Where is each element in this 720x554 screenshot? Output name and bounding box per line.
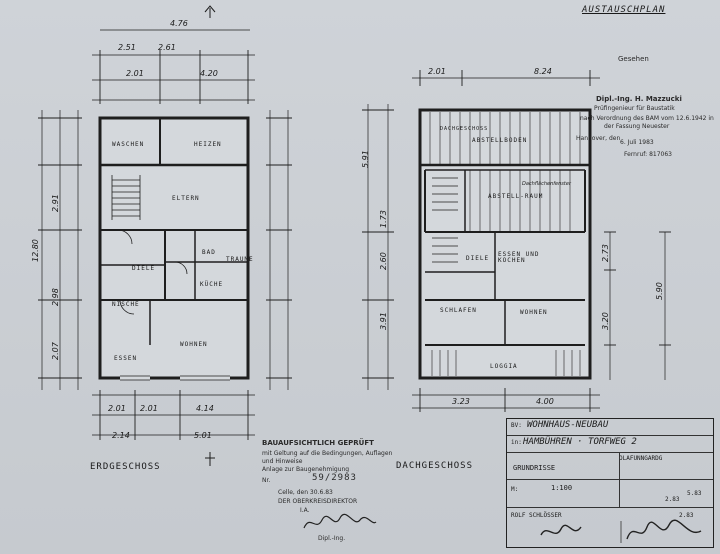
title-block-signatures	[540, 519, 702, 543]
dim-bottom-4: 5.01	[194, 431, 212, 440]
approval-signature	[303, 513, 377, 529]
dim-top-1: 4.76	[170, 19, 188, 28]
attic-dim-bottom-2: 4.00	[536, 397, 554, 406]
tb-project: WOHNHAUS-NEUBAU	[527, 420, 609, 430]
room-abstellboden: ABSTELLBODEN	[472, 137, 528, 144]
tb-scale-label: M:	[511, 486, 519, 493]
gesehen-line-4: nach Verordnung des BAM vom 12.6.1942 in	[580, 115, 714, 122]
gesehen-line-2: Dipl.-Ing. H. Mazzucki	[596, 95, 682, 103]
gesehen-line-8: Fernruf: 817063	[624, 151, 672, 158]
tb-designer: ROLF SCHLÖSSER	[511, 512, 562, 519]
dim-bottom-2: 2.01	[140, 404, 158, 413]
dim-top-4: 2.61	[158, 43, 176, 52]
dim-top-5: 2.01	[126, 69, 144, 78]
approval-line-1: mit Geltung auf die Bedingungen, Auflage…	[262, 450, 393, 457]
approval-line-6: DER OBERKREISDIREKTOR	[278, 498, 358, 505]
room-wohnen: WOHNEN	[180, 341, 208, 348]
approval-line-2: und Hinweise	[262, 458, 303, 465]
right-dim-3: 2.73	[601, 244, 610, 262]
tb-place: HAMBÜHREN · TORFWEG 2	[523, 437, 637, 447]
room-kueche: KÜCHE	[200, 281, 224, 288]
room-diele-attic: DIELE	[466, 255, 490, 262]
attic-dim-top-1: 2.01	[428, 67, 446, 76]
dim-bottom-3: 4.14	[196, 404, 214, 413]
gesehen-line-7: 6. Juli 1983	[620, 139, 654, 146]
dim-left-1: 12.80	[31, 239, 40, 262]
tb-date: 2.83	[679, 512, 694, 519]
dim-left-2: 2.91	[51, 194, 60, 212]
approval-title: BAUAUFSICHTLICH GEPRÜFT	[262, 439, 374, 447]
austausch-stamp: AUSTAUSCHPLAN	[582, 5, 666, 15]
ground-floor-label: ERDGESCHOSS	[90, 462, 161, 472]
tb-plan-no2: 2.83	[665, 496, 680, 503]
attic-dim-right-3: 2.60	[379, 252, 388, 270]
room-waschen: WASCHEN	[112, 141, 145, 148]
approval-line-3: Anlage zur Baugenehmigung	[262, 466, 350, 473]
dim-left-4: 2.07	[51, 342, 60, 360]
room-abstellraum: ABSTELL-RAUM	[488, 193, 544, 200]
room-heizen: HEIZEN	[194, 141, 222, 148]
right-dim-1: 5.90	[655, 282, 664, 300]
right-dimensions	[604, 231, 671, 380]
dim-left-3: 2.98	[51, 288, 60, 306]
room-loggia: LOGGIA	[490, 363, 518, 370]
attic-dim-bottom-1: 3.23	[452, 397, 470, 406]
tb-bv-label: BV:	[511, 422, 522, 429]
tb-date2: 5.83	[687, 490, 702, 497]
room-eltern: ELTERN	[172, 195, 200, 202]
attic-dim-right-4: 3.91	[379, 312, 388, 330]
attic-note: DACHGESCHOSS	[440, 126, 489, 132]
ground-floor-plan	[38, 29, 292, 440]
gesehen-line-6: Hannover, den	[576, 135, 621, 142]
gesehen-line-3: Prüfingenieur für Baustatik	[594, 105, 675, 112]
dim-bottom-5: 2.01	[108, 404, 126, 413]
approval-line-4: Nr.	[262, 477, 271, 484]
dachfenster-note: Dachflächenfenster	[522, 181, 571, 187]
title-block: BV: WOHNHAUS-NEUBAU in: HAMBÜHREN · TORF…	[506, 418, 714, 548]
approval-number: 59/2983	[312, 473, 357, 483]
tb-plan-no: OLAFUNNGARDG	[619, 455, 663, 462]
attic-dim-top-2: 8.24	[534, 67, 552, 76]
right-dim-2: 3.20	[601, 312, 610, 330]
room-wohnen-attic: WOHNEN	[520, 309, 548, 316]
approval-line-7: I.A.	[300, 507, 310, 514]
room-nische: NISCHE	[112, 301, 140, 308]
attic-dim-right-2: 1.73	[379, 210, 388, 228]
room-traume: TRAUME	[226, 256, 254, 263]
room-schlafen: SCHLAFEN	[440, 307, 477, 314]
approval-line-5: Celle, den 30.6.83	[278, 489, 333, 496]
attic-plan	[362, 70, 600, 412]
room-essen-kochen: ESSEN UND KOCHEN	[498, 251, 540, 264]
tb-scale: 1:100	[551, 484, 573, 492]
dim-bottom-1: 2.14	[112, 431, 130, 440]
attic-floor-label: DACHGESCHOSS	[396, 461, 474, 471]
tb-place-label: in:	[511, 439, 522, 446]
attic-dim-right-1: 5.91	[361, 150, 370, 168]
room-essen: ESSEN	[114, 355, 138, 362]
gesehen-line-1: Gesehen	[618, 55, 649, 63]
tb-drawing-title: GRUNDRISSE	[513, 464, 556, 472]
room-bad: BAD	[202, 249, 216, 256]
room-diele: DIELE	[132, 265, 156, 272]
approval-signature-title: Dipl.-Ing.	[318, 535, 346, 542]
dim-top-2: 2.51	[118, 43, 136, 52]
gesehen-line-5: der Fassung Neuester	[604, 123, 670, 130]
dim-top-3: 4.20	[200, 69, 218, 78]
